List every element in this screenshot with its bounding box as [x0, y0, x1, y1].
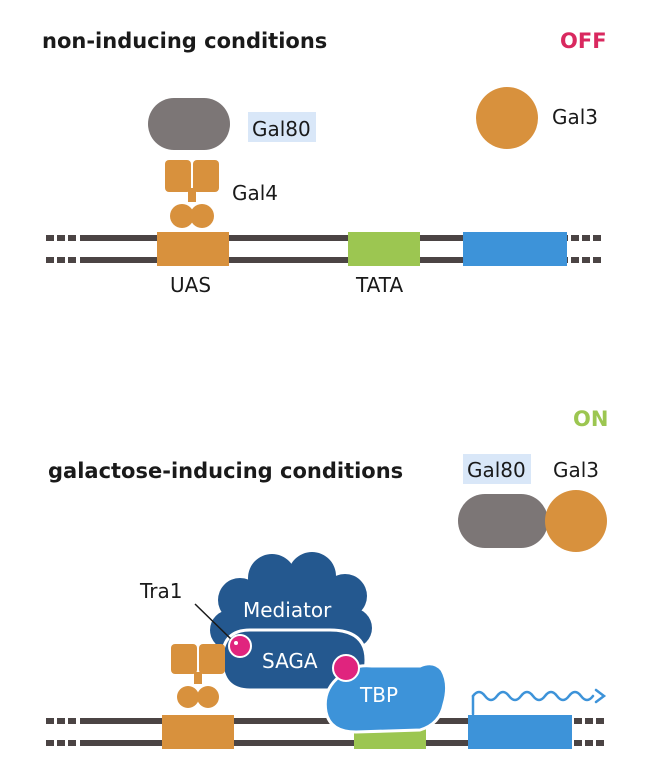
off-state-label: OFF — [560, 29, 607, 53]
gal80-label-on: Gal80 — [467, 458, 526, 482]
gal4-protein-on — [171, 644, 225, 708]
tata-label: TATA — [355, 273, 403, 297]
dna-strand-on — [46, 718, 604, 746]
on-heading: galactose-inducing conditions — [48, 459, 403, 483]
tra1-label: Tra1 — [139, 579, 182, 603]
gal80-protein — [148, 98, 230, 150]
uas-label: UAS — [170, 273, 211, 297]
gal3-label: Gal3 — [552, 105, 598, 129]
tra1-pointer-line — [194, 603, 233, 641]
saga-tbp-contact-subunit — [332, 654, 360, 682]
tata-region — [348, 232, 420, 266]
gal3-label-on: Gal3 — [553, 458, 599, 482]
gal80-label: Gal80 — [252, 117, 311, 141]
tra1-highlight-dot — [234, 641, 238, 645]
gene-region-on — [468, 715, 572, 749]
gal3-protein — [476, 87, 538, 149]
transcription-arrow-icon — [471, 688, 607, 716]
uas-region-on — [162, 715, 234, 749]
gal4-label: Gal4 — [232, 181, 278, 205]
gal80-protein-on — [458, 494, 548, 548]
gal80-label-highlight — [248, 112, 316, 142]
uas-region — [157, 232, 229, 266]
gal80-label-highlight-on — [463, 454, 531, 484]
gene-region — [463, 232, 567, 266]
off-heading: non-inducing conditions — [42, 29, 327, 53]
tbp-protein — [323, 662, 449, 734]
gal3-protein-on — [545, 490, 607, 552]
tra1-subunit — [228, 634, 252, 658]
tbp-label: TBP — [359, 683, 398, 707]
on-state-label: ON — [573, 407, 608, 431]
saga-label: SAGA — [262, 649, 318, 673]
gal4-protein — [165, 160, 219, 228]
dna-strand-off — [46, 235, 601, 263]
mediator-label: Mediator — [243, 598, 332, 622]
